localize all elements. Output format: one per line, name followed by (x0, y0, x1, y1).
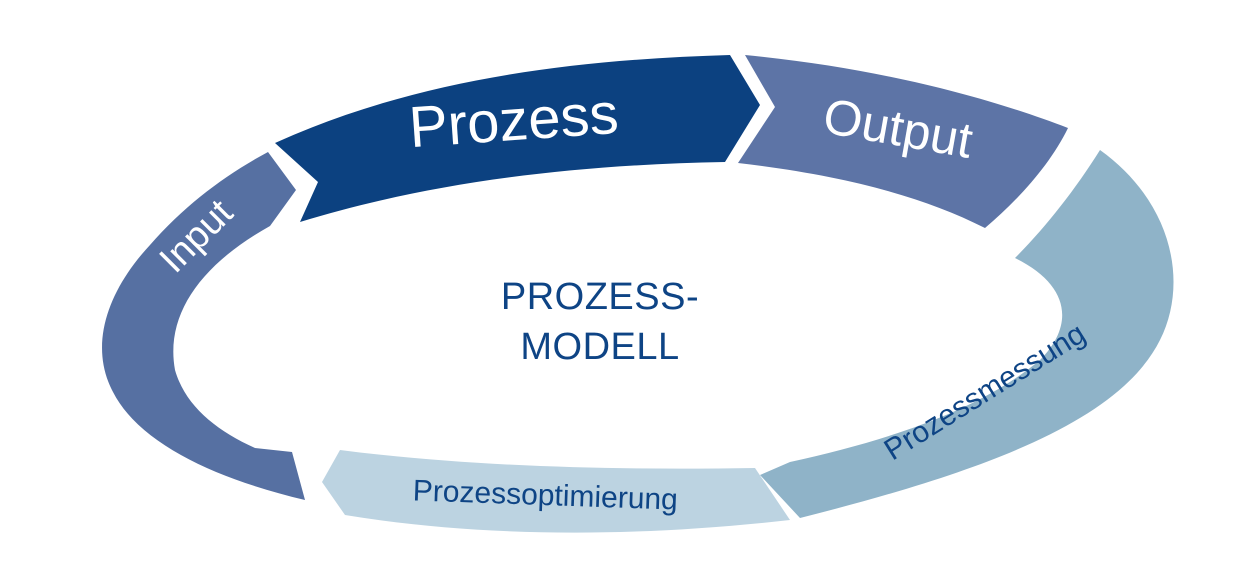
segment-prozess (275, 55, 760, 222)
center-title: PROZESS- MODELL (440, 272, 760, 372)
segment-input (102, 152, 305, 500)
segment-output (738, 55, 1068, 228)
label-prozess: Prozess (407, 81, 621, 160)
center-title-line-2: MODELL (520, 326, 680, 368)
center-title-line-1: PROZESS- (500, 276, 700, 318)
segment-prozessmessung (760, 150, 1174, 518)
segment-prozessoptimierung (322, 450, 790, 533)
